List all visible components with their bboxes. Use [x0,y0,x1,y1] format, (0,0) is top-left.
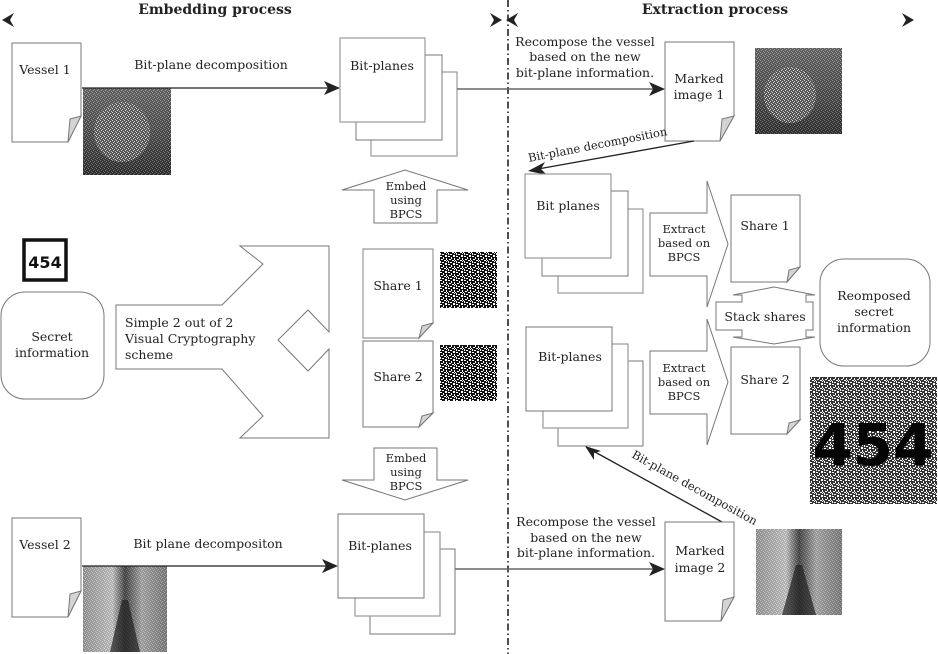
svg-text:information: information [15,345,89,360]
vessel-1-doc: Vessel 1 [11,42,82,143]
svg-text:Share 2: Share 2 [740,372,789,387]
svg-text:Share 2: Share 2 [373,369,422,384]
decomp-extract-bottom-arrow [594,451,723,523]
secret-information-box: Secret information [0,291,105,400]
embed-down-arrow: Embed using BPCS [341,447,469,501]
svg-text:BPCS: BPCS [390,479,423,493]
svg-text:Stack shares: Stack shares [724,309,805,324]
share-2-doc-embed: Share 2 [362,340,435,429]
svg-text:Embed: Embed [386,179,427,193]
svg-text:Reomposed: Reomposed [837,288,911,303]
bitplanes-stack-extract-bottom: Bit-planes [525,326,644,447]
svg-text:using: using [390,465,422,479]
decomp-2-arrowhead-icon [322,559,338,573]
share-1-doc-embed: Share 1 [362,248,435,340]
left-arrowhead-icon [2,13,14,27]
decomp-1-arrowhead-icon [324,81,340,95]
share-1-doc-extract: Share 1 [730,194,802,284]
marked-image-1-picture [755,48,842,134]
svg-text:information: information [837,320,911,335]
svg-text:Embed: Embed [386,451,427,465]
marked-image-1-doc: Marked image 1 [664,41,736,142]
svg-text:based on: based on [658,375,711,389]
vessel-2-image [83,566,167,652]
svg-text:bit-plane information.: bit-plane information. [517,545,655,560]
svg-text:Simple 2 out of 2: Simple 2 out of 2 [125,315,233,330]
divider-right-arrowhead-icon [490,13,502,27]
recompose-1-arrowhead-icon [649,82,665,96]
recovered-secret-image: 454 [810,377,937,504]
vessel-1-image [83,88,171,175]
recompose-2-arrowhead-icon [649,562,665,576]
decomp-extract-bottom-arrowhead-icon [585,446,601,460]
svg-text:bit-plane information.: bit-plane information. [516,65,654,80]
svg-text:Extract: Extract [663,361,706,375]
svg-text:based on the new: based on the new [530,530,642,545]
vessel-2-doc: Vessel 2 [11,517,82,618]
svg-text:454: 454 [812,411,933,479]
stack-shares-arrow: Stack shares [715,286,816,345]
svg-text:Bit-planes: Bit-planes [348,538,412,553]
vessel-1-label: Vessel 1 [18,62,70,77]
decomp-extract-top-arrowhead-icon [528,162,547,175]
svg-text:scheme: scheme [125,347,173,362]
svg-text:Marked: Marked [674,71,723,86]
svg-text:Bit-planes: Bit-planes [538,349,602,364]
svg-text:image 1: image 1 [674,87,725,102]
share-1-noise-image [440,252,497,308]
svg-text:Secret: Secret [31,329,72,344]
svg-text:Bit planes: Bit planes [536,198,600,213]
share-2-noise-image [440,345,497,401]
svg-text:image 2: image 2 [675,560,726,575]
svg-text:BPCS: BPCS [390,207,423,221]
decomp-extract-top-arrow [537,140,695,170]
svg-text:based on: based on [658,236,711,250]
marked-image-2-picture [756,529,842,615]
svg-text:Recompose the vessel: Recompose the vessel [515,34,655,49]
vc-scheme-fork: Simple 2 out of 2 Visual Cryptography sc… [115,245,330,439]
extraction-header: Extraction process [642,2,788,18]
bitplanes-stack-extract-top: Bit planes [524,173,644,294]
svg-text:Share 1: Share 1 [373,278,422,293]
decomp-2-label: Bit plane decompositon [133,536,282,551]
embed-up-arrow: Embed using BPCS [341,169,469,224]
svg-text:454: 454 [28,253,61,272]
bitplanes-top-label: Bit-planes [350,58,414,73]
svg-text:Visual Cryptography: Visual Cryptography [124,331,256,346]
embedding-header: Embedding process [138,2,292,18]
decomp-1-label: Bit-plane decomposition [134,57,288,72]
svg-text:Recompose the vessel: Recompose the vessel [516,514,656,529]
svg-text:Vessel 2: Vessel 2 [18,537,70,552]
bitplanes-stack-top: Bit-planes [339,37,458,157]
extract-bottom-arrow: Extract based on BPCS [649,318,729,446]
marked-image-2-doc: Marked image 2 [664,521,735,622]
secret-image: 454 [22,238,68,282]
svg-text:using: using [390,193,422,207]
share-2-doc-extract: Share 2 [730,346,802,436]
right-arrowhead-icon [902,13,914,27]
divider-left-arrowhead-icon [506,13,518,27]
svg-text:BPCS: BPCS [668,250,701,264]
svg-text:secret: secret [854,304,893,319]
svg-text:Marked: Marked [675,543,724,558]
svg-text:Share 1: Share 1 [740,218,789,233]
svg-text:Extract: Extract [663,222,706,236]
svg-text:based on the new: based on the new [529,49,641,64]
bitplanes-stack-bottom: Bit-planes [337,513,456,635]
reomposed-secret-box: Reomposed secret information [819,258,931,367]
extract-top-arrow: Extract based on BPCS [649,180,729,308]
svg-text:BPCS: BPCS [668,389,701,403]
